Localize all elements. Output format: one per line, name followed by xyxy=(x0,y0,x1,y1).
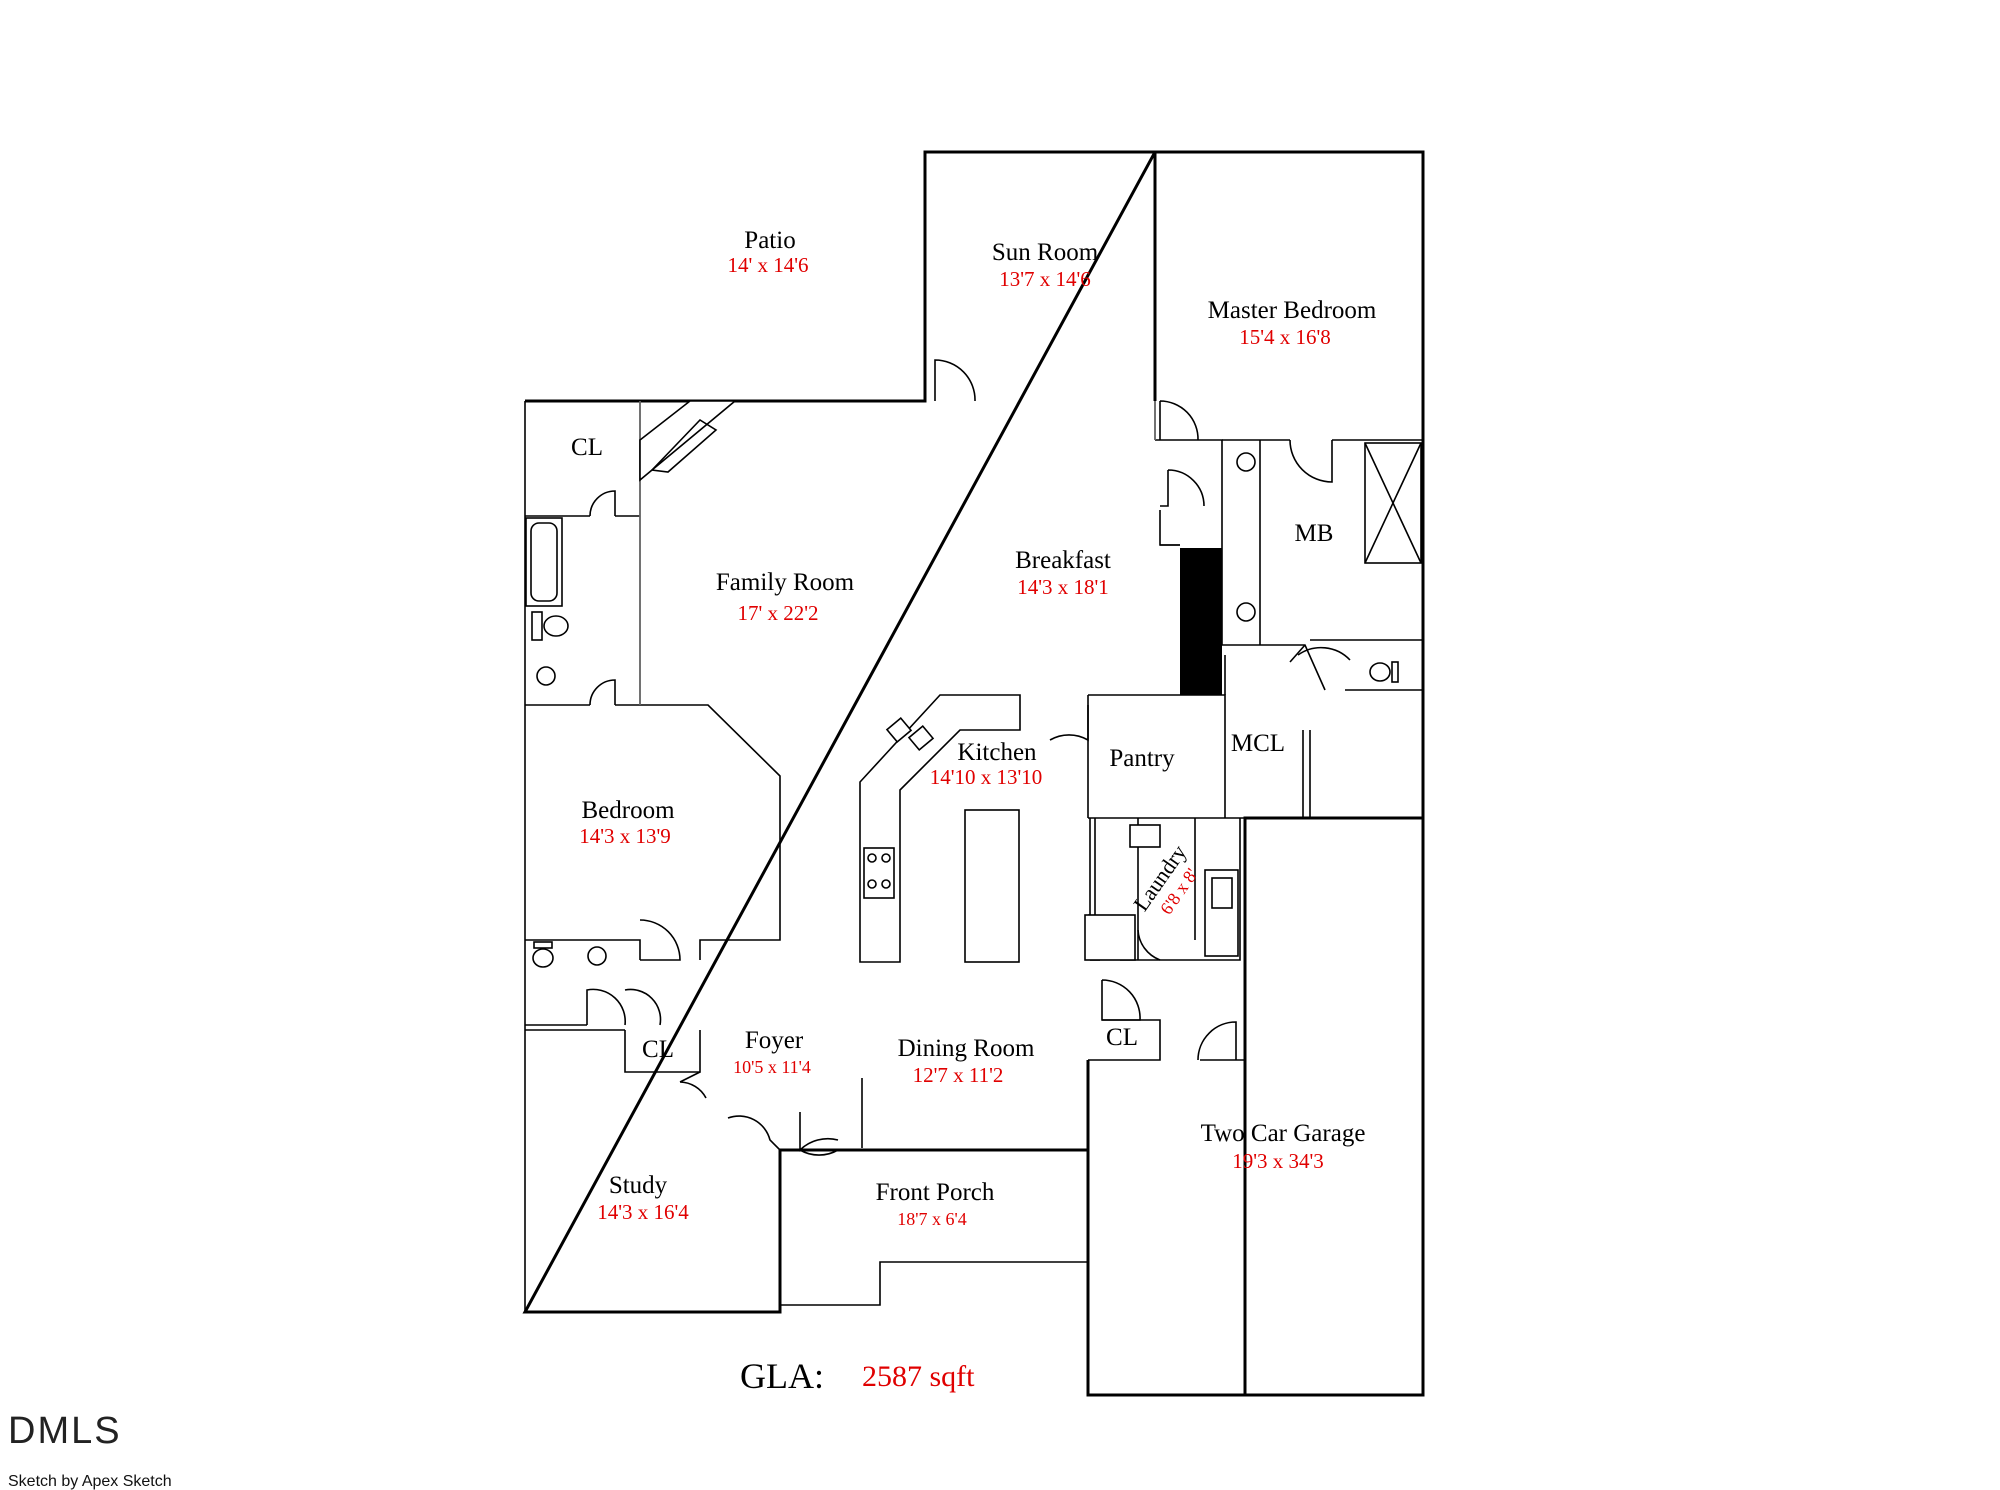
room-foyer: Foyer 10'5 x 11'4 xyxy=(733,1027,811,1077)
room-name: Kitchen xyxy=(957,739,1037,766)
room-name: CL xyxy=(1106,1024,1138,1051)
room-kitchen: Kitchen 14'10 x 13'10 xyxy=(930,739,1043,789)
room-name: MCL xyxy=(1231,730,1285,757)
room-name: Two Car Garage xyxy=(1201,1120,1366,1147)
room-mcl: MCL xyxy=(1231,730,1285,757)
room-dimension: 14'3 x 16'4 xyxy=(597,1200,689,1224)
room-pantry: Pantry xyxy=(1109,745,1175,772)
kitchen-counter xyxy=(859,694,1021,963)
room-bedroom: Bedroom 14'3 x 13'9 xyxy=(579,797,675,848)
fireplace-chimney xyxy=(1180,548,1222,695)
room-name: Dining Room xyxy=(898,1035,1035,1062)
room-cl-foyer: CL xyxy=(642,1036,674,1063)
room-dimension: 13'7 x 14'6 xyxy=(999,267,1091,291)
room-name: CL xyxy=(571,434,603,461)
gla-label: GLA: xyxy=(740,1356,824,1396)
bathtub xyxy=(525,517,563,607)
room-cl-garage: CL xyxy=(1106,1024,1138,1051)
room-mb: MB xyxy=(1295,520,1334,547)
room-dimension: 14'3 x 18'1 xyxy=(1017,575,1109,599)
room-family-room: Family Room 17' x 22'2 xyxy=(716,569,855,625)
room-name: Master Bedroom xyxy=(1208,297,1377,324)
room-study: Study 14'3 x 16'4 xyxy=(597,1172,689,1224)
laundry-appliances xyxy=(1084,824,1239,961)
gla-value: 2587 sqft xyxy=(862,1360,975,1393)
room-sun-room: Sun Room 13'7 x 14'6 xyxy=(992,239,1099,291)
room-name: MB xyxy=(1295,520,1334,547)
room-dimension: 18'7 x 6'4 xyxy=(897,1209,967,1229)
room-dimension: 17' x 22'2 xyxy=(737,601,818,625)
room-dining-room: Dining Room 12'7 x 11'2 xyxy=(898,1035,1035,1087)
room-two-car-garage: Two Car Garage 19'3 x 34'3 xyxy=(1201,1120,1366,1173)
door-swings xyxy=(586,359,1351,1156)
room-dimension: 10'5 x 11'4 xyxy=(733,1057,811,1077)
room-dimension: 14'3 x 13'9 xyxy=(579,824,671,848)
room-master-bedroom: Master Bedroom 15'4 x 16'8 xyxy=(1208,297,1377,349)
room-laundry: Laundry 6'8 x 8' xyxy=(1128,840,1202,918)
room-name: Study xyxy=(609,1172,668,1199)
sink-icon xyxy=(536,452,1256,966)
branding: DMLS Sketch by Apex Sketch xyxy=(8,1410,172,1490)
gla-summary: GLA: 2587 sqft xyxy=(740,1356,975,1396)
toilet-icon xyxy=(531,611,569,641)
room-dimension: 15'4 x 16'8 xyxy=(1239,325,1331,349)
fireplace xyxy=(639,400,738,482)
room-name: Patio xyxy=(744,227,795,254)
room-front-porch: Front Porch 18'7 x 6'4 xyxy=(876,1179,995,1229)
room-dimension: 14' x 14'6 xyxy=(727,253,808,277)
room-name: Family Room xyxy=(716,569,855,596)
room-name: Front Porch xyxy=(876,1179,995,1206)
dmls-logo: DMLS xyxy=(8,1410,122,1452)
room-name: Breakfast xyxy=(1015,547,1111,574)
sketch-credit: Sketch by Apex Sketch xyxy=(8,1473,172,1490)
toilet-icon-2 xyxy=(532,661,1399,968)
room-dimension: 19'3 x 34'3 xyxy=(1232,1149,1324,1173)
room-dimension: 14'10 x 13'10 xyxy=(930,765,1043,789)
room-cl-upper: CL xyxy=(571,434,603,461)
room-name: Foyer xyxy=(745,1027,804,1054)
shower xyxy=(1364,442,1422,564)
room-dimension: 12'7 x 11'2 xyxy=(913,1063,1004,1087)
room-name: Pantry xyxy=(1109,745,1175,772)
room-name: Bedroom xyxy=(581,797,675,824)
room-patio: Patio 14' x 14'6 xyxy=(727,227,808,277)
room-breakfast: Breakfast 14'3 x 18'1 xyxy=(1015,547,1111,599)
kitchen-island xyxy=(964,809,1020,963)
room-name: CL xyxy=(642,1036,674,1063)
room-name: Sun Room xyxy=(992,239,1099,266)
